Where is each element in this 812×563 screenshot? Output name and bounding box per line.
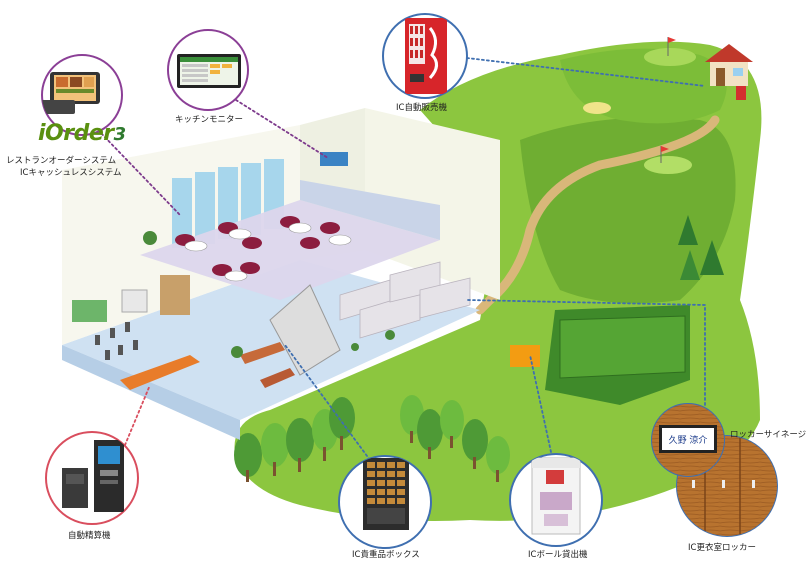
locker-signage-label: ロッカーサイネージ xyxy=(730,430,807,440)
green-2 xyxy=(644,156,692,174)
kitchen-monitor-icon xyxy=(320,152,348,166)
kitchen-monitor-icon xyxy=(177,54,241,88)
checkout-machine-icon xyxy=(62,440,124,512)
iorder-logo: iOrder3 xyxy=(38,121,126,146)
restaurant-pos-icon xyxy=(42,72,100,114)
valuables-box-callout xyxy=(338,455,432,549)
kitchen-monitor-callout xyxy=(167,29,249,111)
vending-machine-label: IC自動販売機 xyxy=(396,103,447,113)
cashless-system-label: ICキャッシュレスシステム xyxy=(20,168,122,178)
signage-icon xyxy=(652,404,724,476)
cart-path xyxy=(475,115,720,315)
kitchen-monitor-label: キッチンモニター xyxy=(175,115,244,125)
vending-machine-icon xyxy=(405,18,447,94)
driving-range xyxy=(510,305,690,405)
iorder-logo-text: iOrder xyxy=(38,121,114,146)
sand-bunker-1 xyxy=(583,102,611,114)
iorder-logo-number: 3 xyxy=(113,124,127,145)
connector-lines xyxy=(97,57,706,461)
locker-signage-callout xyxy=(651,403,725,477)
vending-machine-callout xyxy=(382,13,468,99)
flag-icon xyxy=(660,37,676,163)
auto-checkout-label: 自動精算機 xyxy=(68,531,111,541)
restaurant-system-label: レストランオーダーシステム xyxy=(6,156,117,166)
name-plate-text: 久野 涼介 xyxy=(669,434,708,446)
auto-checkout-callout xyxy=(45,431,139,525)
green-1 xyxy=(644,48,696,66)
locker-room-label: IC更衣室ロッカー xyxy=(688,543,756,553)
valuables-box-label: IC貴重品ボックス xyxy=(352,550,420,560)
clubhouse-icon xyxy=(705,44,753,100)
clubhouse-building xyxy=(62,108,500,440)
notice-board xyxy=(72,300,107,322)
ball-dispenser-label: ICボール貸出機 xyxy=(528,550,588,560)
valuables-box-icon xyxy=(363,458,409,530)
ball-dispenser-callout xyxy=(509,453,603,547)
ball-dispenser-icon xyxy=(531,457,581,535)
tree-icon xyxy=(234,215,724,482)
restaurant-pos-callout xyxy=(41,54,123,136)
